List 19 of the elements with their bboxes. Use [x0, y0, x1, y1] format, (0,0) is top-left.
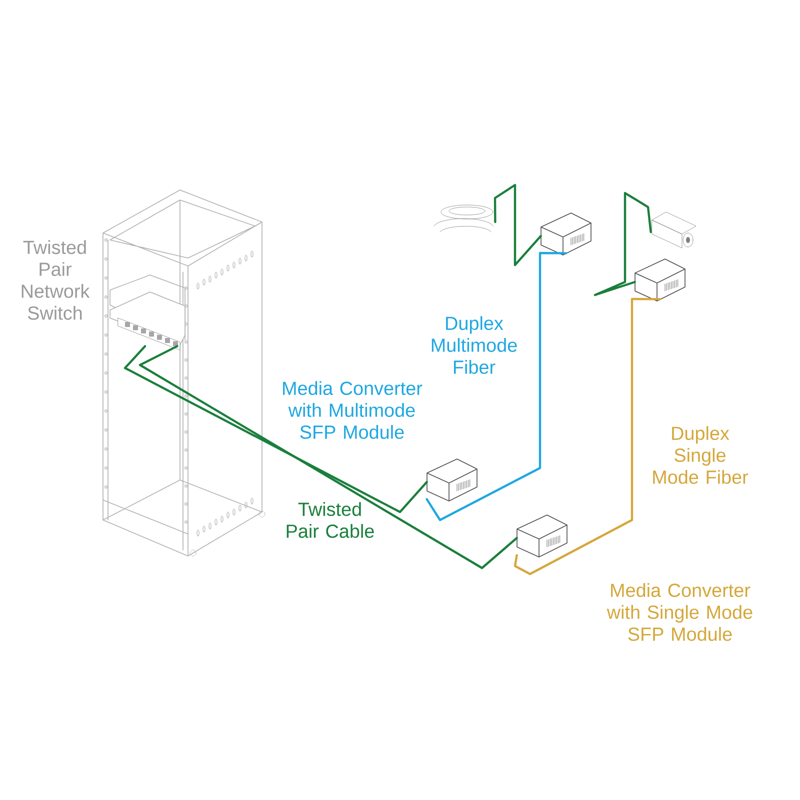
camera-icon [652, 212, 696, 248]
cable [138, 345, 518, 570]
media-converter [540, 212, 592, 256]
cable-label: Twisted Pair Cable [286, 502, 374, 538]
access-point-icon [434, 204, 494, 232]
device-label: Media Converter with Multimode SFP Module [283, 381, 422, 439]
edge-label: Duplex Multimode Fiber [432, 316, 517, 374]
device-label: Twisted Pair Network Switch [22, 240, 90, 320]
cable [494, 184, 542, 266]
edge-label: Duplex Single Mode Fiber [653, 426, 748, 484]
cable [124, 345, 428, 514]
cable [514, 298, 662, 576]
cable [594, 192, 652, 296]
network-switch [110, 292, 186, 350]
media-converter [426, 458, 478, 502]
media-converter [516, 514, 568, 558]
device-label: Media Converter with Single Mode SFP Module [606, 583, 752, 641]
media-converter [634, 258, 686, 302]
cable [426, 252, 568, 522]
